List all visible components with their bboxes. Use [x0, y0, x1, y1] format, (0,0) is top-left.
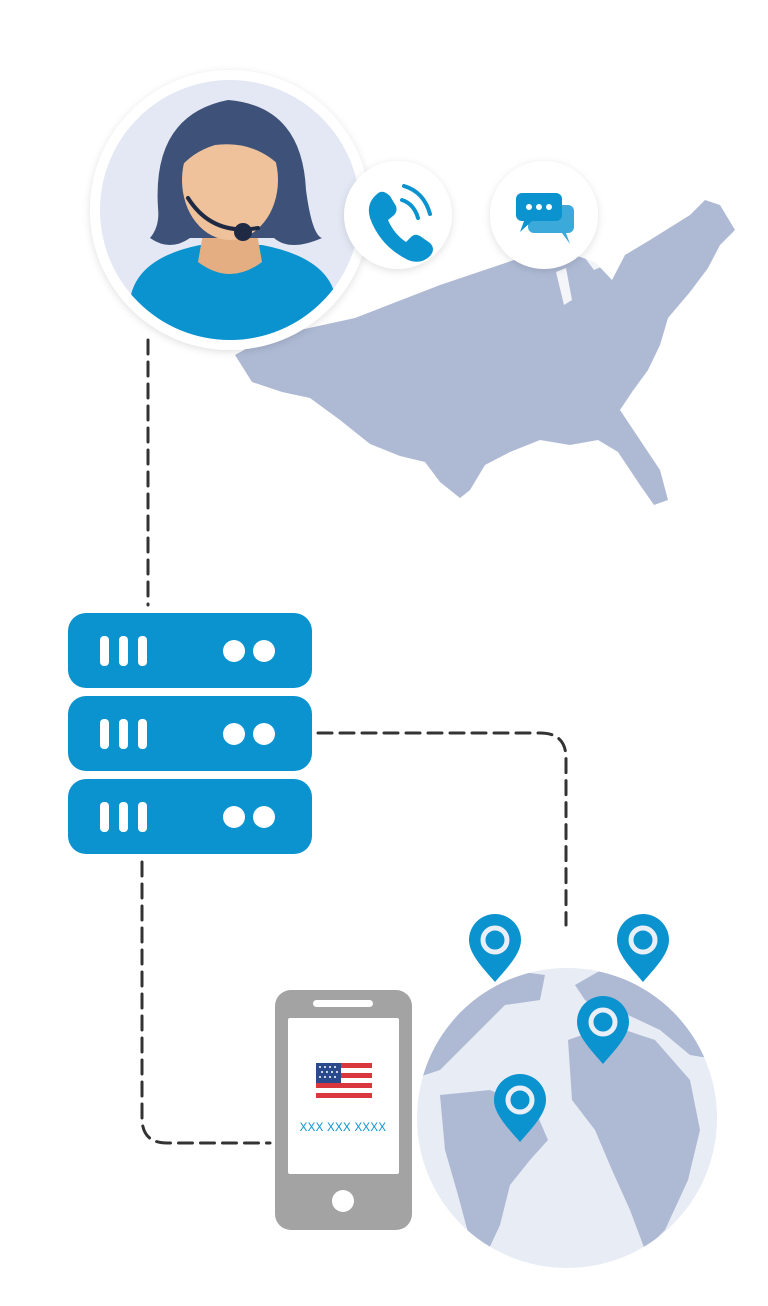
phone-call-icon: [368, 184, 433, 262]
server-rack-icon: [68, 613, 312, 854]
map-pin-icon: [617, 914, 669, 982]
map-pin-icon: [494, 1074, 546, 1142]
globe-land-africa: [568, 1025, 700, 1250]
call-center-agent-icon: [130, 100, 336, 340]
server-unit: [68, 779, 312, 854]
map-pin-icon: [577, 996, 629, 1064]
call-center-agent: [90, 70, 370, 350]
connector-server-phone: [140, 860, 272, 1145]
phone-number-text: XXX XXX XXXX: [300, 1122, 387, 1134]
us-flag-icon: [316, 1063, 372, 1098]
chat-button[interactable]: [490, 161, 598, 269]
server-unit: [68, 696, 312, 771]
globe: [417, 968, 717, 1268]
call-button[interactable]: [344, 161, 452, 269]
server-unit: [68, 613, 312, 688]
mobile-phone: XXX XXX XXXX: [275, 990, 412, 1230]
usa-map: [235, 200, 735, 505]
chat-bubbles-icon: [516, 193, 574, 244]
phone-home-button[interactable]: [332, 1190, 354, 1212]
map-pin-icon: [469, 914, 521, 982]
connectors: [140, 338, 568, 1145]
great-lakes: [556, 252, 612, 305]
connector-server-globe: [316, 731, 568, 927]
